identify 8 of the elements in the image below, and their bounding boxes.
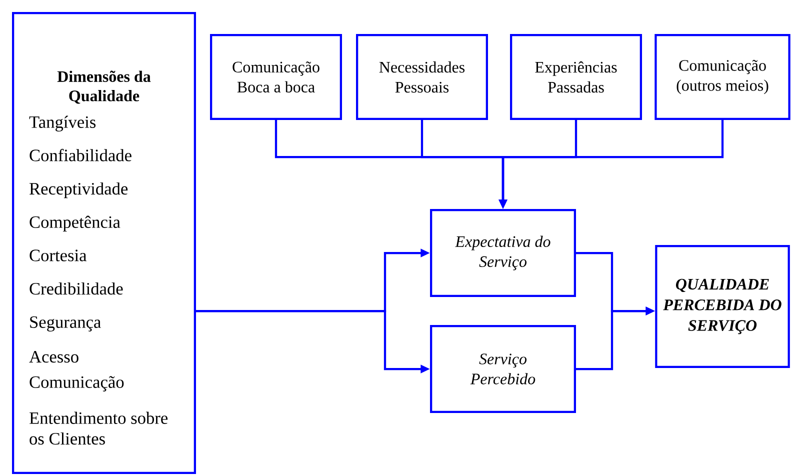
factor-box: Experiências Passadas — [510, 34, 642, 120]
service-box: Serviço Percebido — [430, 325, 576, 413]
result-box: QUALIDADE PERCEBIDA DO SERVIÇO — [655, 245, 790, 368]
dimensions-panel: Dimensões da Qualidade Tangíveis Confiabilidade Receptividade Competência Cortesia Credibilidade Segurança Acesso Comunicação Entendimento sobre os Clientes — [12, 12, 196, 474]
factor-box: Comunicação (outros meios) — [654, 34, 790, 120]
factor-box: Comunicação Boca a boca — [210, 34, 342, 120]
factor-box: Necessidades Pessoais — [356, 34, 488, 120]
service-box: Expectativa do Serviço — [430, 209, 576, 297]
